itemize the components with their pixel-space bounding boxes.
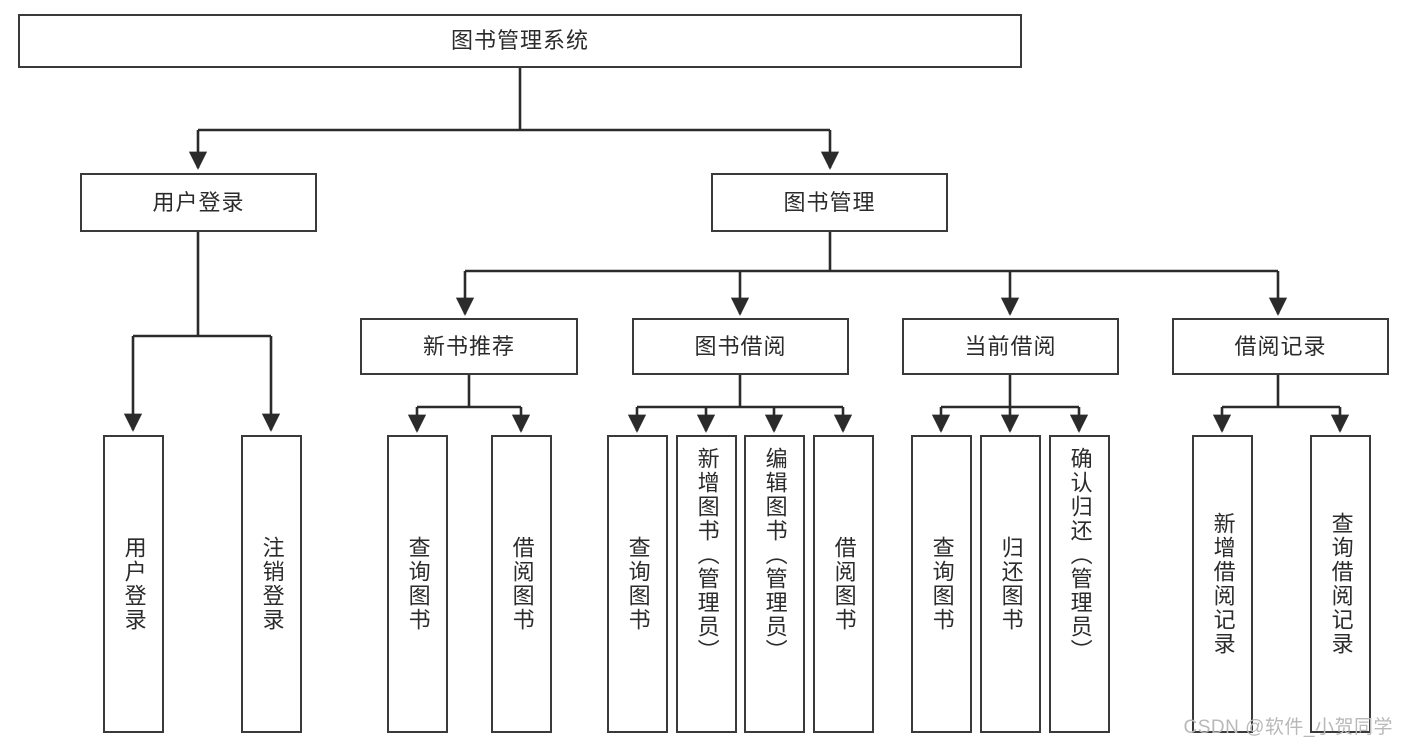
leaf-confirm-return-admin[interactable]: 确认归还（管理员） — [1049, 435, 1110, 733]
leaf-add-book-admin[interactable]: 新增图书（管理员） — [676, 435, 737, 733]
node-label: 注销登录 — [259, 536, 285, 632]
node-label: 当前借阅 — [964, 333, 1057, 359]
leaf-user-login[interactable]: 用户登录 — [103, 435, 164, 733]
leaf-edit-book-admin[interactable]: 编辑图书（管理员） — [744, 435, 805, 733]
leaf-query-book-recommend[interactable]: 查询图书 — [387, 435, 448, 733]
node-book-borrow[interactable]: 图书借阅 — [632, 318, 849, 375]
node-label: 借阅记录 — [1234, 333, 1327, 359]
node-root-system[interactable]: 图书管理系统 — [18, 14, 1022, 68]
node-label: 新增借阅记录 — [1210, 512, 1236, 656]
node-label: 图书管理系统 — [450, 28, 589, 53]
node-label: 查询借阅记录 — [1328, 512, 1354, 656]
node-label: 查询图书 — [625, 536, 651, 632]
node-label: 编辑图书（管理员） — [762, 447, 788, 663]
node-label: 查询图书 — [929, 536, 955, 632]
node-current-borrow[interactable]: 当前借阅 — [902, 318, 1119, 375]
leaf-add-borrow-record[interactable]: 新增借阅记录 — [1192, 435, 1253, 733]
node-label: 归还图书 — [998, 536, 1024, 632]
leaf-borrow-book[interactable]: 借阅图书 — [813, 435, 874, 733]
node-user-login[interactable]: 用户登录 — [80, 173, 317, 232]
watermark: CSDN @软件_小贺同学 — [1183, 717, 1393, 738]
node-label: 新增图书（管理员） — [694, 447, 720, 663]
leaf-query-book-borrow[interactable]: 查询图书 — [607, 435, 668, 733]
leaf-borrow-book-recommend[interactable]: 借阅图书 — [491, 435, 552, 733]
node-new-book-recommend[interactable]: 新书推荐 — [360, 318, 578, 375]
leaf-return-book[interactable]: 归还图书 — [980, 435, 1041, 733]
node-label: 借阅图书 — [831, 536, 857, 632]
node-label: 用户登录 — [152, 189, 245, 215]
node-label: 新书推荐 — [422, 333, 515, 359]
node-borrow-record[interactable]: 借阅记录 — [1172, 318, 1389, 375]
node-label: 确认归还（管理员） — [1067, 447, 1093, 663]
node-book-management[interactable]: 图书管理 — [711, 173, 948, 232]
node-label: 查询图书 — [405, 536, 431, 632]
node-label: 用户登录 — [121, 536, 147, 632]
leaf-query-borrow-record[interactable]: 查询借阅记录 — [1310, 435, 1371, 733]
node-label: 借阅图书 — [509, 536, 535, 632]
node-label: 图书借阅 — [694, 333, 787, 359]
node-label: 图书管理 — [783, 189, 876, 215]
leaf-query-book-current[interactable]: 查询图书 — [911, 435, 972, 733]
leaf-logout[interactable]: 注销登录 — [241, 435, 302, 733]
